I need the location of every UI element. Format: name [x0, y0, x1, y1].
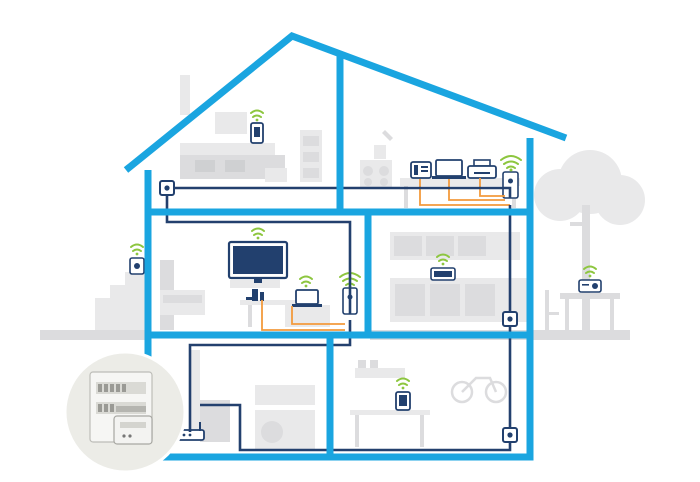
office — [360, 130, 522, 208]
fuse-box-icon — [63, 350, 187, 474]
tv-icon — [227, 240, 289, 283]
music-player-icon — [129, 257, 145, 275]
wifi-signal-icon — [130, 243, 144, 256]
wifi-signal-icon — [251, 227, 265, 240]
background-scenery — [40, 150, 645, 340]
radio-icon — [578, 279, 602, 293]
powerline-adapter-icon — [502, 171, 519, 199]
laptop-icon — [292, 289, 322, 307]
laptop-icon — [432, 159, 466, 179]
wall-socket-icon — [502, 427, 518, 443]
wall-socket-icon — [159, 180, 175, 196]
printer-icon — [467, 159, 497, 179]
house-walls — [123, 32, 568, 461]
bedroom — [180, 75, 322, 182]
wifi-signal-icon — [299, 275, 313, 288]
tree — [534, 150, 645, 330]
smartphone-icon — [250, 122, 264, 144]
hobby-room — [350, 360, 508, 447]
wifi-signal-icon — [250, 109, 264, 122]
wifi-signal-icon — [396, 377, 410, 390]
wifi-signal-icon — [436, 253, 450, 266]
wall-socket-icon — [502, 311, 518, 327]
smartphone-icon — [395, 391, 411, 411]
game-console-icon — [246, 289, 264, 301]
wifi-signal-icon — [583, 265, 597, 278]
phone-icon — [410, 161, 432, 179]
living-room — [160, 227, 361, 330]
utility-room — [177, 350, 315, 450]
wifi-signal-icon — [500, 155, 522, 172]
radio-icon — [430, 267, 456, 281]
